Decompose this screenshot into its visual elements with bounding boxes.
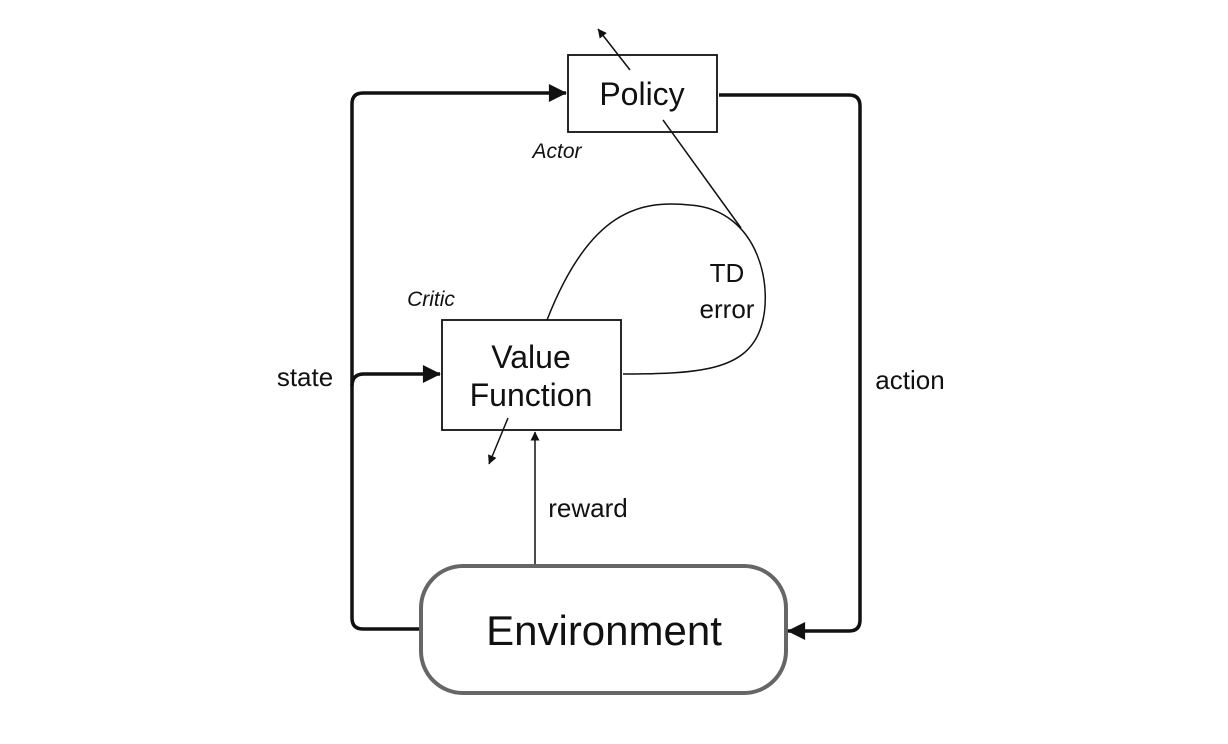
environment-box[interactable] xyxy=(419,564,788,695)
policy-label: Policy xyxy=(599,76,684,112)
policy-box[interactable] xyxy=(567,54,718,133)
value-function-label-line1: Value xyxy=(491,339,570,375)
action-label: action xyxy=(875,365,944,395)
value-function-box[interactable] xyxy=(441,319,622,431)
value-function-label-line2: Function xyxy=(470,377,593,413)
actor-label: Actor xyxy=(530,140,582,163)
td-error-label-line1: TD xyxy=(710,258,745,288)
policy-update-arrow xyxy=(597,28,631,71)
critic-label: Critic xyxy=(407,288,455,311)
environment-label: Environment xyxy=(486,607,722,654)
state-label: state xyxy=(277,362,333,392)
value-function-update-arrow xyxy=(488,417,509,465)
td-error-loop xyxy=(546,203,767,375)
state-arrow-to-value-function xyxy=(350,365,441,387)
td-error-label-line2: error xyxy=(700,294,755,324)
state-arrow-to-policy xyxy=(350,84,567,631)
action-arrow-to-environment xyxy=(719,93,862,640)
td-error-to-policy-line xyxy=(662,119,742,229)
reward-label: reward xyxy=(548,493,627,523)
